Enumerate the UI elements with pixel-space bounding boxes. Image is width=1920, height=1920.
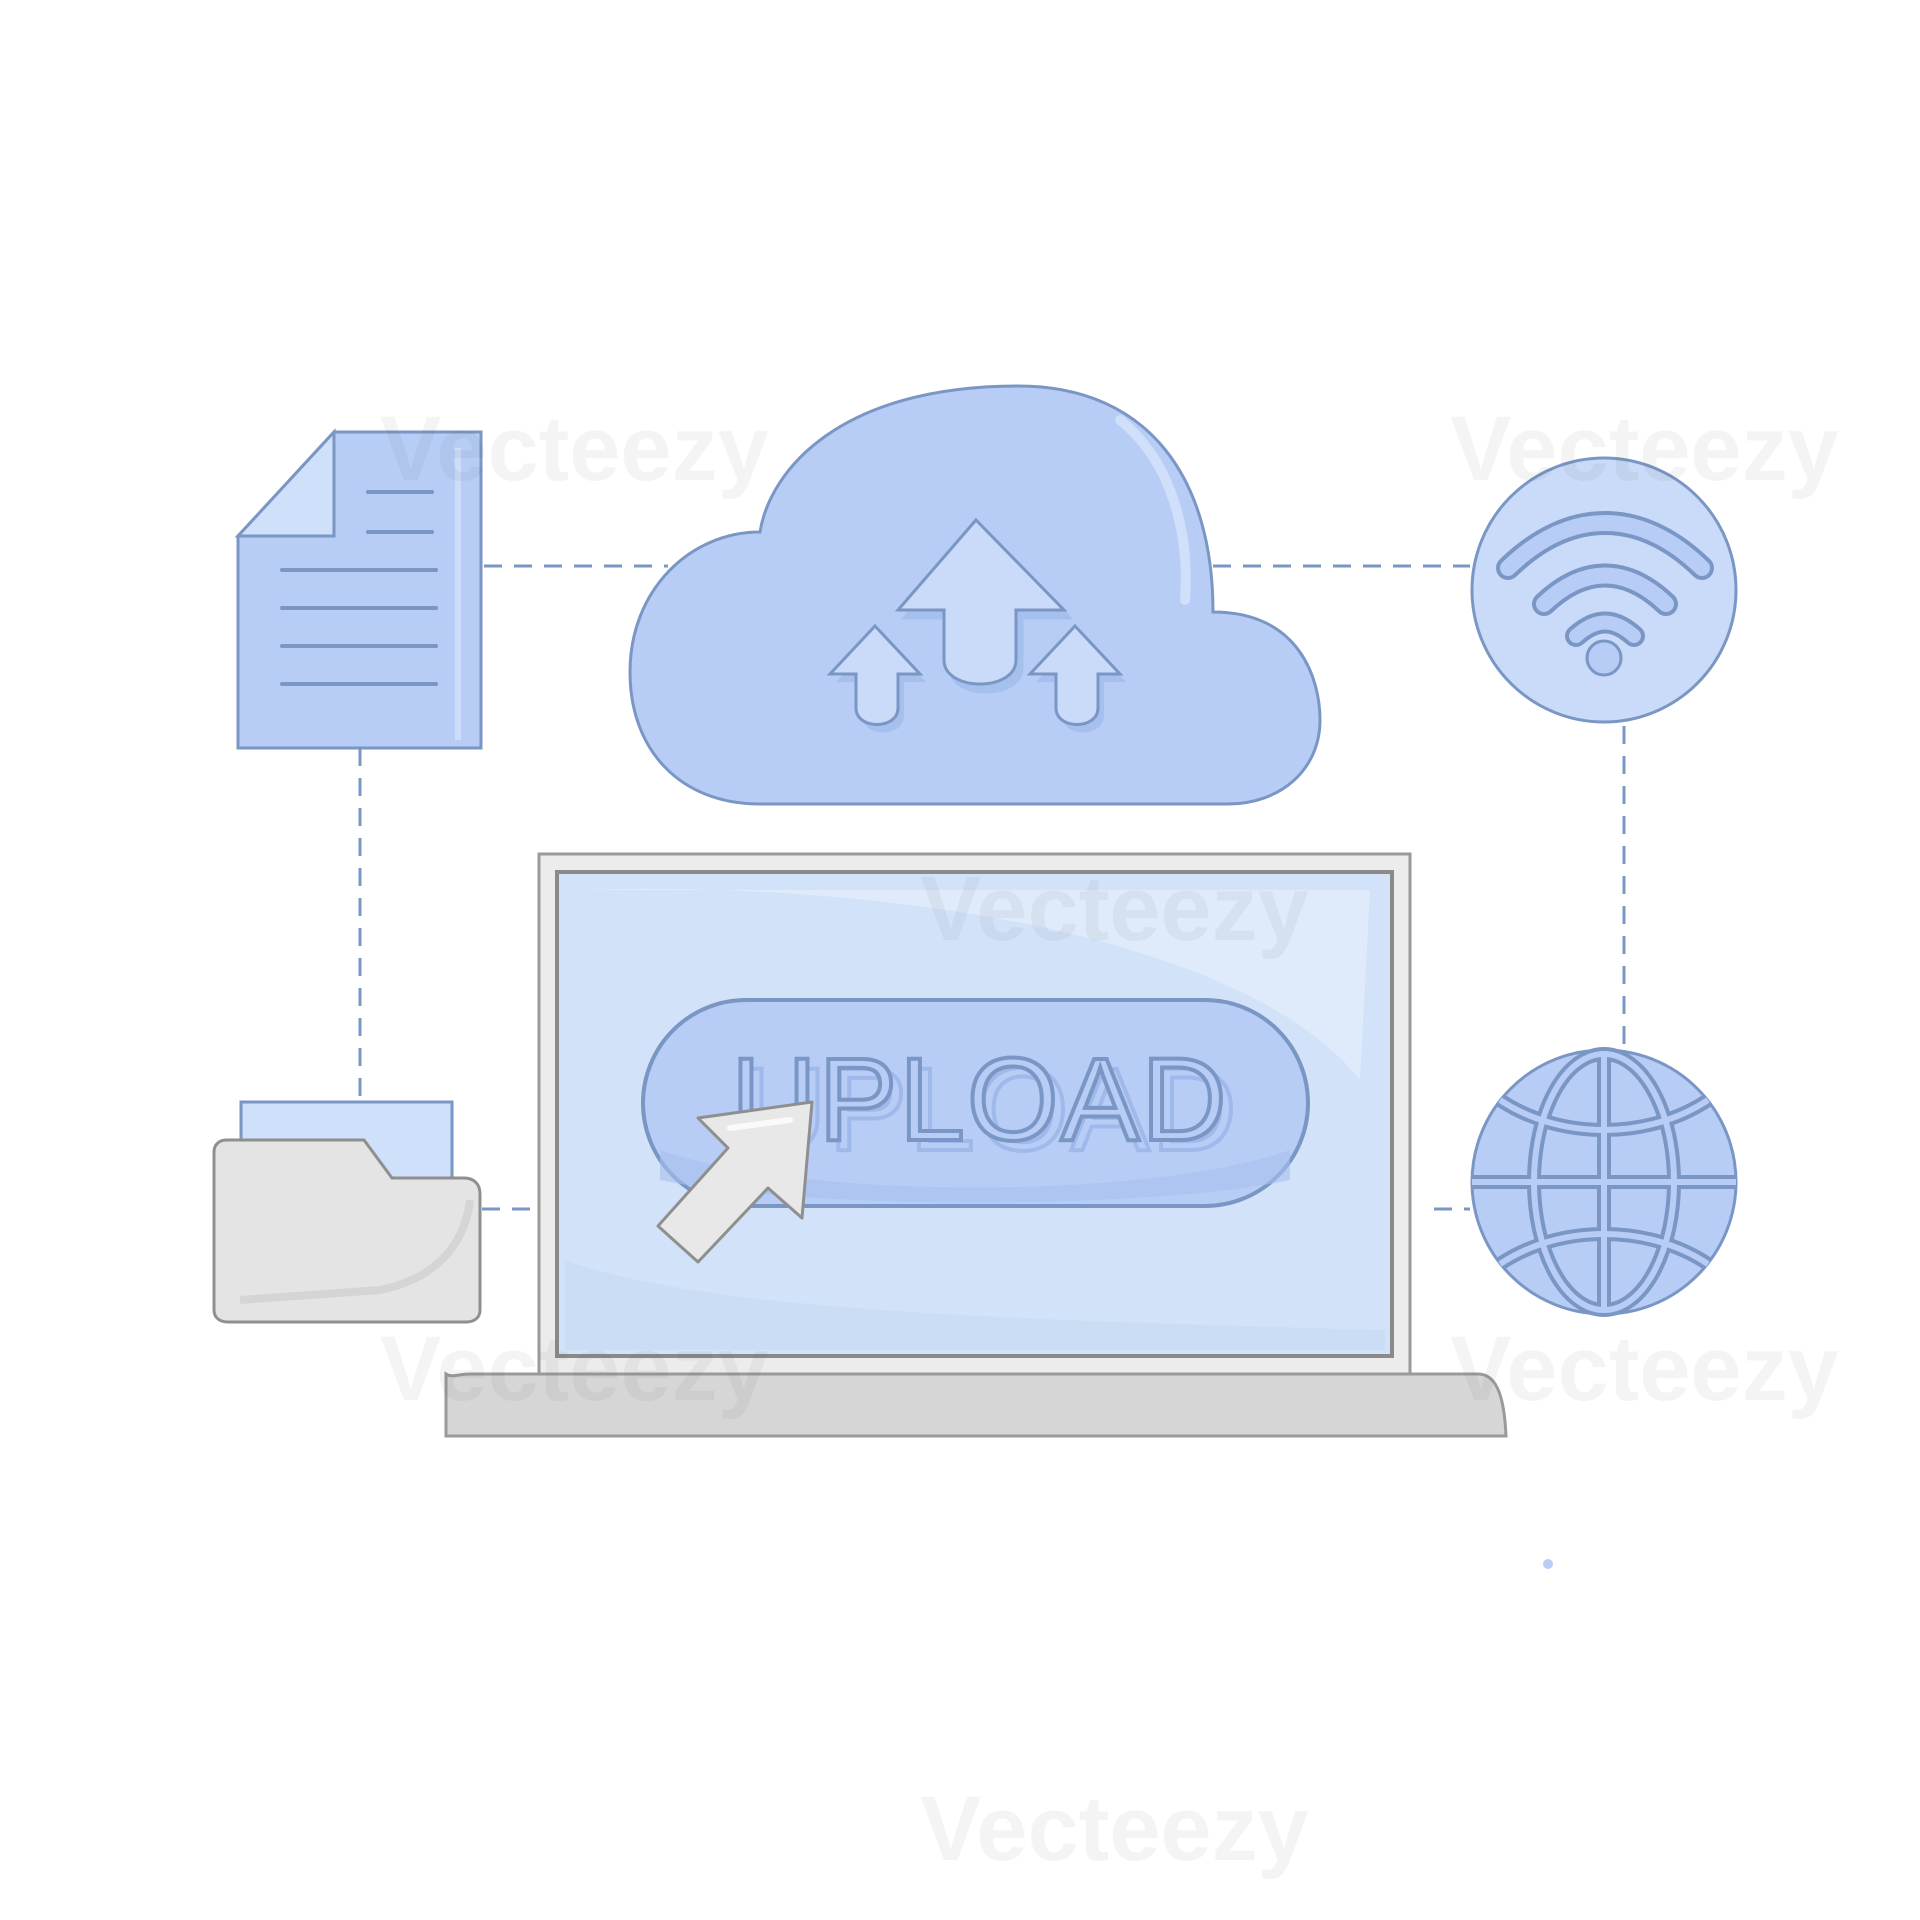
upload-button[interactable]: UPLOAD UPLOAD — [641, 998, 1310, 1208]
cursor-arrow-icon — [656, 1100, 814, 1264]
watermark-text-3: Vecteezy — [920, 858, 1309, 960]
globe-icon — [1470, 1047, 1738, 1317]
document-icon — [234, 428, 483, 750]
watermark-text-2: Vecteezy — [1450, 398, 1839, 500]
dashed-connectors — [358, 564, 1626, 1211]
decorative-dot — [1543, 1559, 1553, 1569]
folder-icon — [212, 1100, 482, 1324]
cloud-upload-icon — [628, 384, 1322, 806]
watermark: Vecteezy Vecteezy Vecteezy Vecteezy Vect… — [380, 398, 1839, 1880]
upload-button-label-shadow: UPLOAD — [741, 1044, 1238, 1176]
upload-arrow-small-right-icon — [1026, 623, 1126, 733]
upload-arrow-small-left-icon — [826, 623, 926, 733]
upload-arrow-icon — [894, 517, 1074, 694]
watermark-text-1: Vecteezy — [380, 398, 769, 500]
upload-button-label: UPLOAD — [731, 1034, 1228, 1166]
watermark-text-5: Vecteezy — [1450, 1318, 1839, 1420]
watermark-text-4: Vecteezy — [380, 1318, 769, 1420]
watermark-text-6: Vecteezy — [920, 1778, 1309, 1880]
wifi-icon — [1470, 456, 1738, 724]
